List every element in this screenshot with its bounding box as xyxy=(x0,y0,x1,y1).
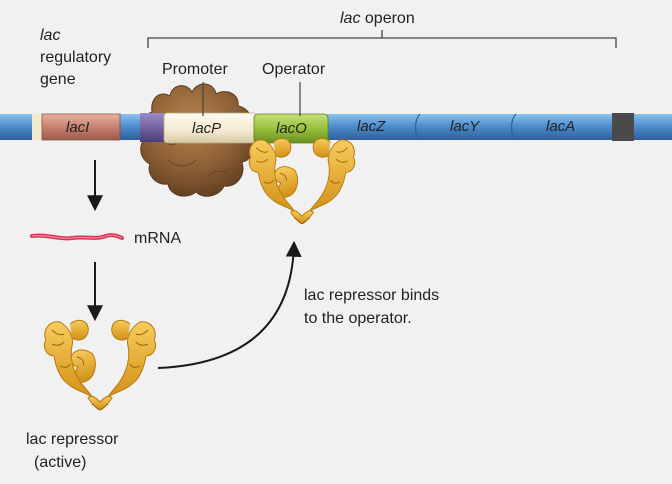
segment-lacy-label: lacY xyxy=(450,118,480,135)
promoter-label: Promoter xyxy=(162,61,228,78)
regulatory-gene-label-italic: lac xyxy=(40,27,61,44)
dna-spacer xyxy=(32,114,42,140)
segment-laci-label: lacI xyxy=(66,119,90,136)
arrow-repressor-binds xyxy=(157,240,302,369)
operator-label: Operator xyxy=(262,61,326,78)
dna-strand-end xyxy=(634,114,672,140)
segment-lacz-label: lacZ xyxy=(357,118,386,135)
repressor-active xyxy=(43,319,157,411)
repressor-bound-operator xyxy=(248,138,356,225)
dna-end-cap xyxy=(612,113,634,141)
regulatory-gene-label-line1: regulatory xyxy=(40,49,112,66)
repressor-label-line1: lac repressor xyxy=(26,431,119,448)
segment-laco xyxy=(253,113,329,144)
segment-lacp-label: lacP xyxy=(192,120,222,137)
segment-laci xyxy=(41,113,121,141)
operon-bracket xyxy=(147,37,617,48)
segment-laca-label: lacA xyxy=(546,118,576,135)
repressor-label-line2: (active) xyxy=(34,454,87,471)
binds-label-line2: to the operator. xyxy=(304,310,412,327)
operon-label-word: operon xyxy=(364,10,415,27)
operon-label-italic: lac xyxy=(340,10,361,27)
mrna-label: mRNA xyxy=(134,230,182,247)
segment-spacer-purple xyxy=(140,113,164,142)
regulatory-gene-label-line2: gene xyxy=(40,71,76,88)
operon-label: lac operon xyxy=(340,9,415,28)
binds-label-line1: lac repressor binds xyxy=(304,287,440,304)
segment-laco-label: lacO xyxy=(276,120,307,137)
